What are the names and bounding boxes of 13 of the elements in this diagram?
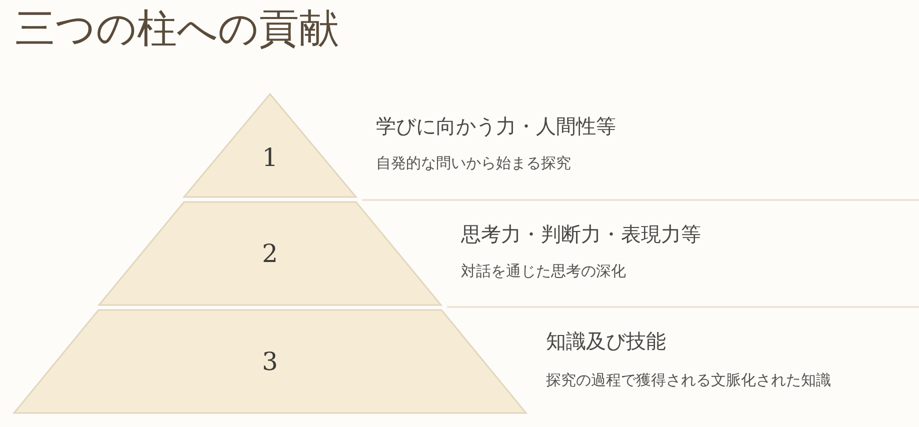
tier-heading: 思考力・判断力・表現力等 bbox=[461, 221, 701, 247]
tier-number: 2 bbox=[262, 240, 278, 268]
pyramid-tier bbox=[184, 94, 356, 197]
tier-number: 3 bbox=[262, 348, 278, 376]
tier-description: 探究の過程で獲得される文脈化された知識 bbox=[546, 370, 831, 390]
title: 三つの柱への貢献 bbox=[15, 5, 339, 54]
tier-description: 自発的な問いから始まる探究 bbox=[376, 153, 571, 173]
tier-description: 対話を通じた思考の深化 bbox=[461, 261, 626, 281]
tier-heading: 学びに向かう力・人間性等 bbox=[376, 113, 616, 139]
pyramid-tier bbox=[99, 202, 441, 305]
tier-number: 1 bbox=[262, 144, 278, 172]
pyramid-tier bbox=[14, 310, 526, 413]
tier-heading: 知識及び技能 bbox=[546, 328, 666, 354]
